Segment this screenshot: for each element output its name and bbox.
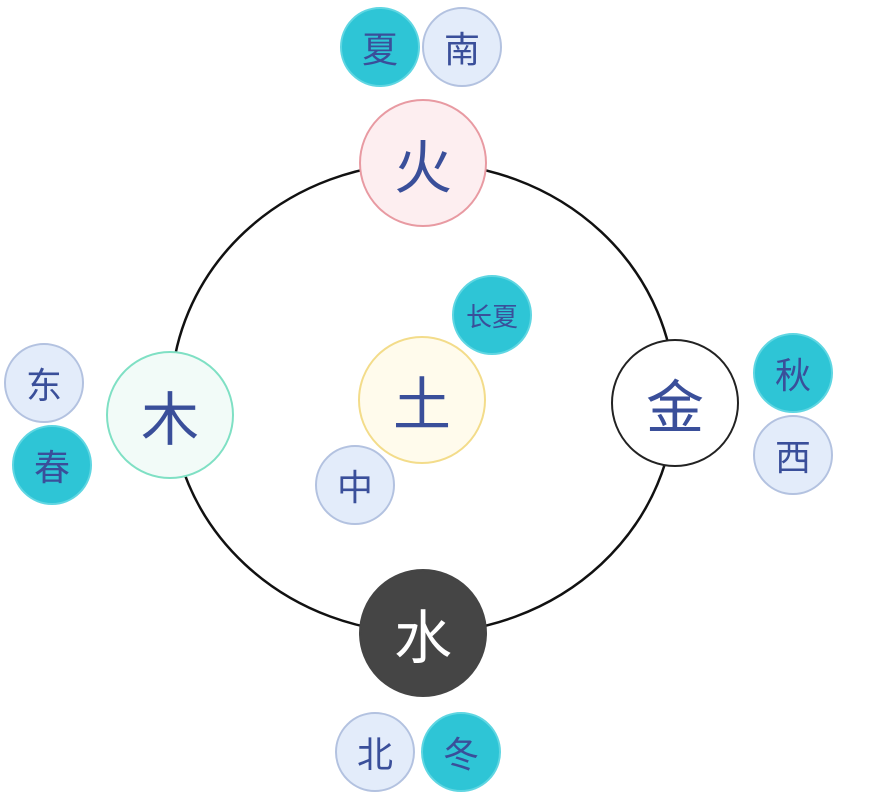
direction-east: 东 (4, 343, 84, 423)
direction-north: 北 (335, 712, 415, 792)
direction-center: 中 (315, 445, 395, 525)
element-earth: 土 (358, 336, 486, 464)
element-water: 水 (359, 569, 487, 697)
element-metal: 金 (611, 339, 739, 467)
season-autumn: 秋 (753, 333, 833, 413)
direction-west: 西 (753, 415, 833, 495)
season-late-summer: 长夏 (452, 275, 532, 355)
season-winter: 冬 (421, 712, 501, 792)
element-wood: 木 (106, 351, 234, 479)
direction-south: 南 (422, 7, 502, 87)
season-summer: 夏 (340, 7, 420, 87)
element-fire: 火 (359, 99, 487, 227)
season-spring: 春 (12, 425, 92, 505)
